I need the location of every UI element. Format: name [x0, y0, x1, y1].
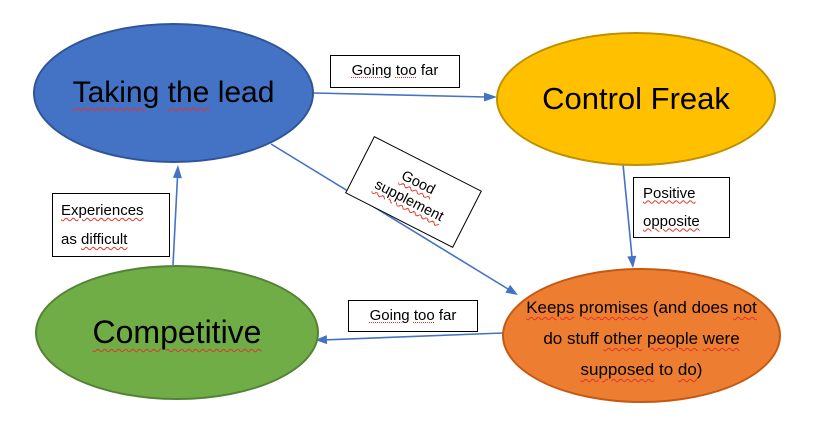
arrow-keeps-promises-to-competitive[interactable]: [315, 332, 504, 345]
node-control-freak[interactable]: Control Freak: [496, 32, 776, 166]
node-label: Taking the lead: [72, 75, 275, 109]
node-label: Control Freak: [542, 81, 730, 117]
connector-label-going-too-far-top[interactable]: Going too far: [330, 55, 460, 88]
arrow-taking-to-control-freak[interactable]: [313, 92, 497, 102]
label-text: Going too far: [351, 62, 439, 80]
connector-label-going-too-far-bottom[interactable]: Going too far: [348, 300, 478, 332]
arrow-control-freak-to-keeps-promises[interactable]: [622, 163, 637, 268]
node-label: Competitive: [92, 314, 262, 351]
arrow-taking-to-keeps-promises[interactable]: [270, 143, 518, 295]
label-text: Going too far: [369, 306, 457, 324]
arrow-competitive-to-taking[interactable]: [172, 165, 182, 266]
node-taking-the-lead[interactable]: Taking the lead: [33, 23, 314, 163]
node-competitive[interactable]: Competitive: [35, 265, 319, 400]
